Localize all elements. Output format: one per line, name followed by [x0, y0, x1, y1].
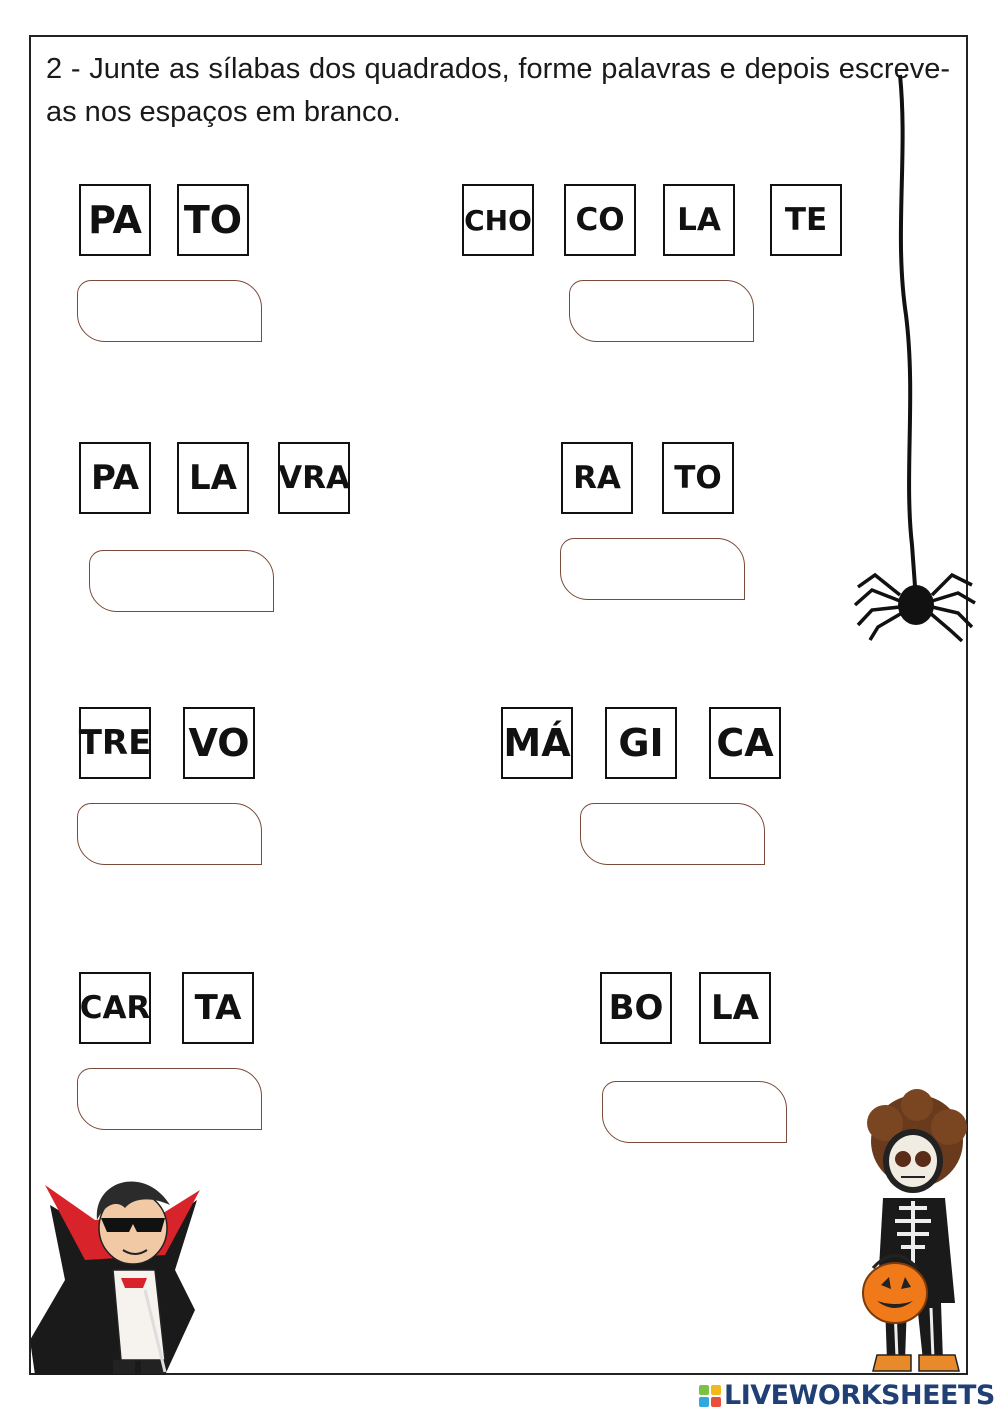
answer-field[interactable] — [77, 1068, 262, 1130]
instruction-text: 2 - Junte as sílabas dos quadrados, form… — [46, 53, 950, 128]
syllable-box: CO — [564, 184, 636, 256]
answer-field[interactable] — [580, 803, 765, 865]
vampire-illustration — [30, 1181, 200, 1375]
worksheet-frame — [29, 35, 968, 1375]
syllable-box: GI — [605, 707, 677, 779]
answer-field[interactable] — [602, 1081, 787, 1143]
syllable-box: VO — [183, 707, 255, 779]
syllable-box: VRA — [278, 442, 350, 514]
syllable-box: CHO — [462, 184, 534, 256]
skeleton-kid-illustration — [862, 1089, 967, 1372]
syllable-box: LA — [177, 442, 249, 514]
syllable-box: LA — [699, 972, 771, 1044]
syllable-box: BO — [600, 972, 672, 1044]
answer-field[interactable] — [77, 803, 262, 865]
syllable-box: TO — [662, 442, 734, 514]
liveworksheets-logo-icon — [699, 1384, 721, 1407]
syllable-box: PA — [79, 184, 151, 256]
liveworksheets-logo[interactable]: LIVEWORKSHEETS — [699, 1380, 995, 1411]
answer-field[interactable] — [77, 280, 262, 342]
syllable-box: PA — [79, 442, 151, 514]
syllable-box: LA — [663, 184, 735, 256]
syllable-box: TRE — [79, 707, 151, 779]
syllable-box: MÁ — [501, 707, 573, 779]
spider-icon — [853, 74, 976, 643]
syllable-box: TA — [182, 972, 254, 1044]
answer-field[interactable] — [89, 550, 274, 612]
answer-field[interactable] — [569, 280, 754, 342]
syllable-box: RA — [561, 442, 633, 514]
brand-name: LIVEWORKSHEETS — [724, 1380, 995, 1411]
syllable-box: TO — [177, 184, 249, 256]
syllable-box: CAR — [79, 972, 151, 1044]
answer-field[interactable] — [560, 538, 745, 600]
syllable-box: TE — [770, 184, 842, 256]
syllable-box: CA — [709, 707, 781, 779]
